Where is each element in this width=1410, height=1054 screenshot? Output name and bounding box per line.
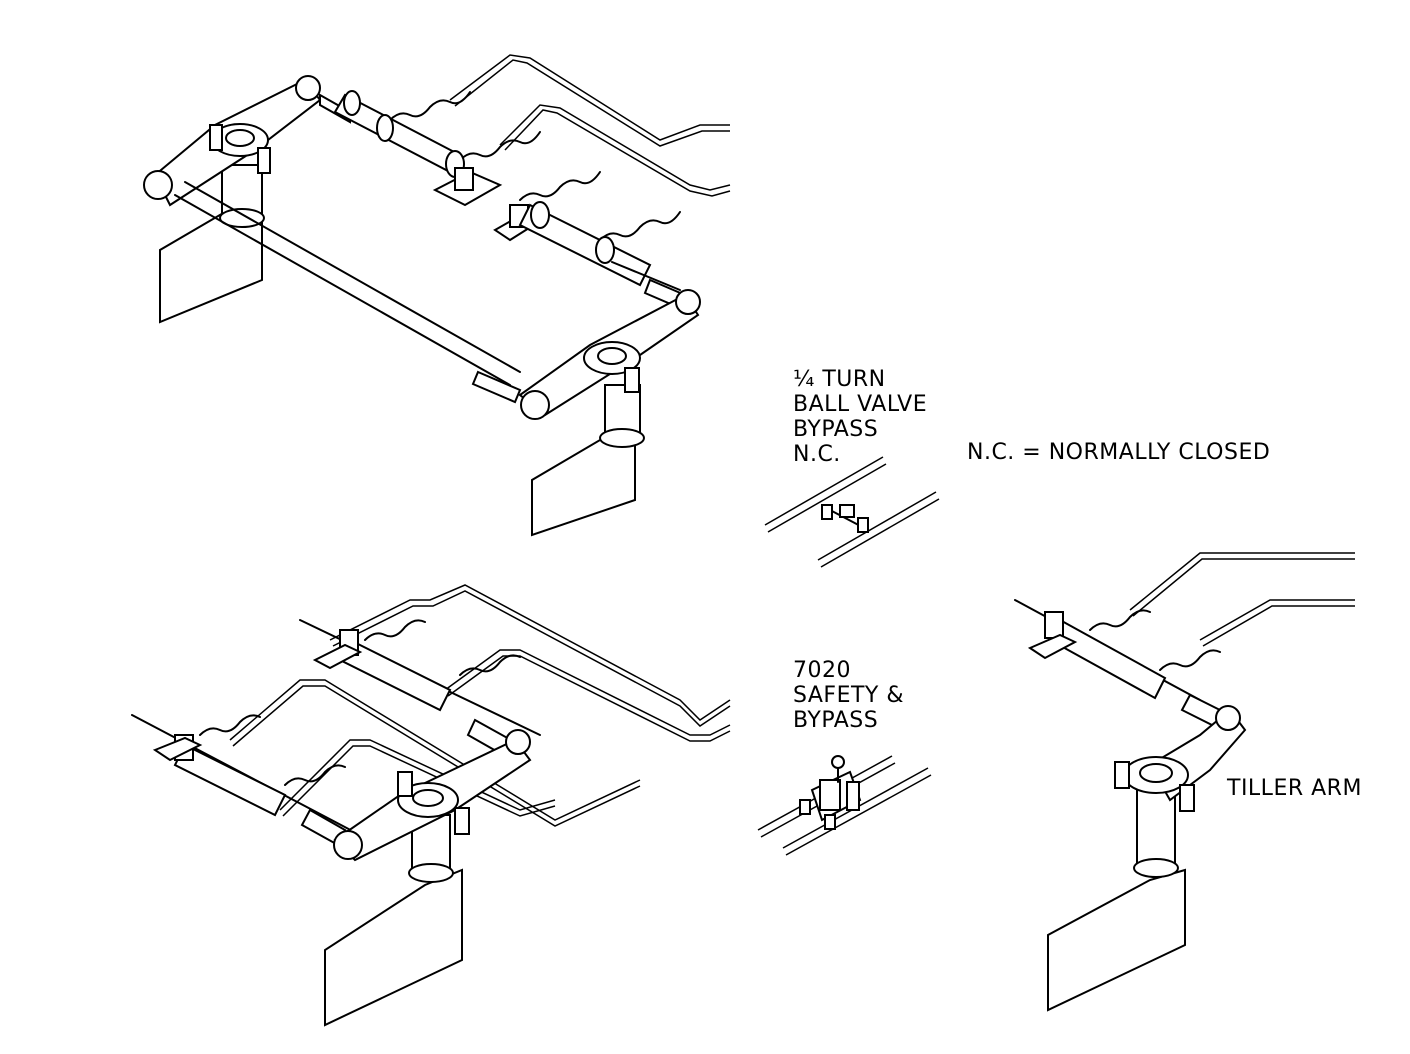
safety-valve-label: 7020 SAFETY & BYPASS (793, 658, 904, 733)
rudder-blade-right-assembly (1047, 868, 1186, 1012)
safety-valve-label-line1: 7020 (793, 658, 851, 683)
safety-bypass-valve (757, 755, 932, 856)
safety-valve-label-line3: BYPASS (793, 708, 879, 733)
ball-valve-label-line1: ¼ TURN (793, 367, 886, 392)
twin-rudder-assembly-top (143, 54, 731, 537)
rudder-post-right-assembly (1136, 789, 1176, 871)
rudder-blade-left (159, 211, 263, 324)
rudder-assembly-bottom (131, 584, 731, 1027)
tiller-arm-label: TILLER ARM (1227, 776, 1362, 801)
hydraulic-lines (389, 54, 731, 241)
single-rudder-assembly (1014, 552, 1355, 1012)
ball-valve-label-line3: BYPASS (793, 417, 879, 442)
ball-valve-label: ¼ TURN BALL VALVE BYPASS N.C. (793, 367, 927, 467)
rudder-blade-bottom (324, 868, 463, 1027)
ball-valve-label-line4: N.C. (793, 442, 841, 467)
safety-valve-label-line2: SAFETY & (793, 683, 905, 708)
tie-bar (174, 181, 521, 386)
ball-valve-label-line2: BALL VALVE (793, 392, 928, 417)
steering-cylinder-5 (1048, 618, 1167, 700)
legend-normally-closed: N.C. = NORMALLY CLOSED (967, 440, 1271, 465)
rudder-blade-right (531, 428, 636, 537)
ball-valve-bypass (764, 456, 940, 568)
